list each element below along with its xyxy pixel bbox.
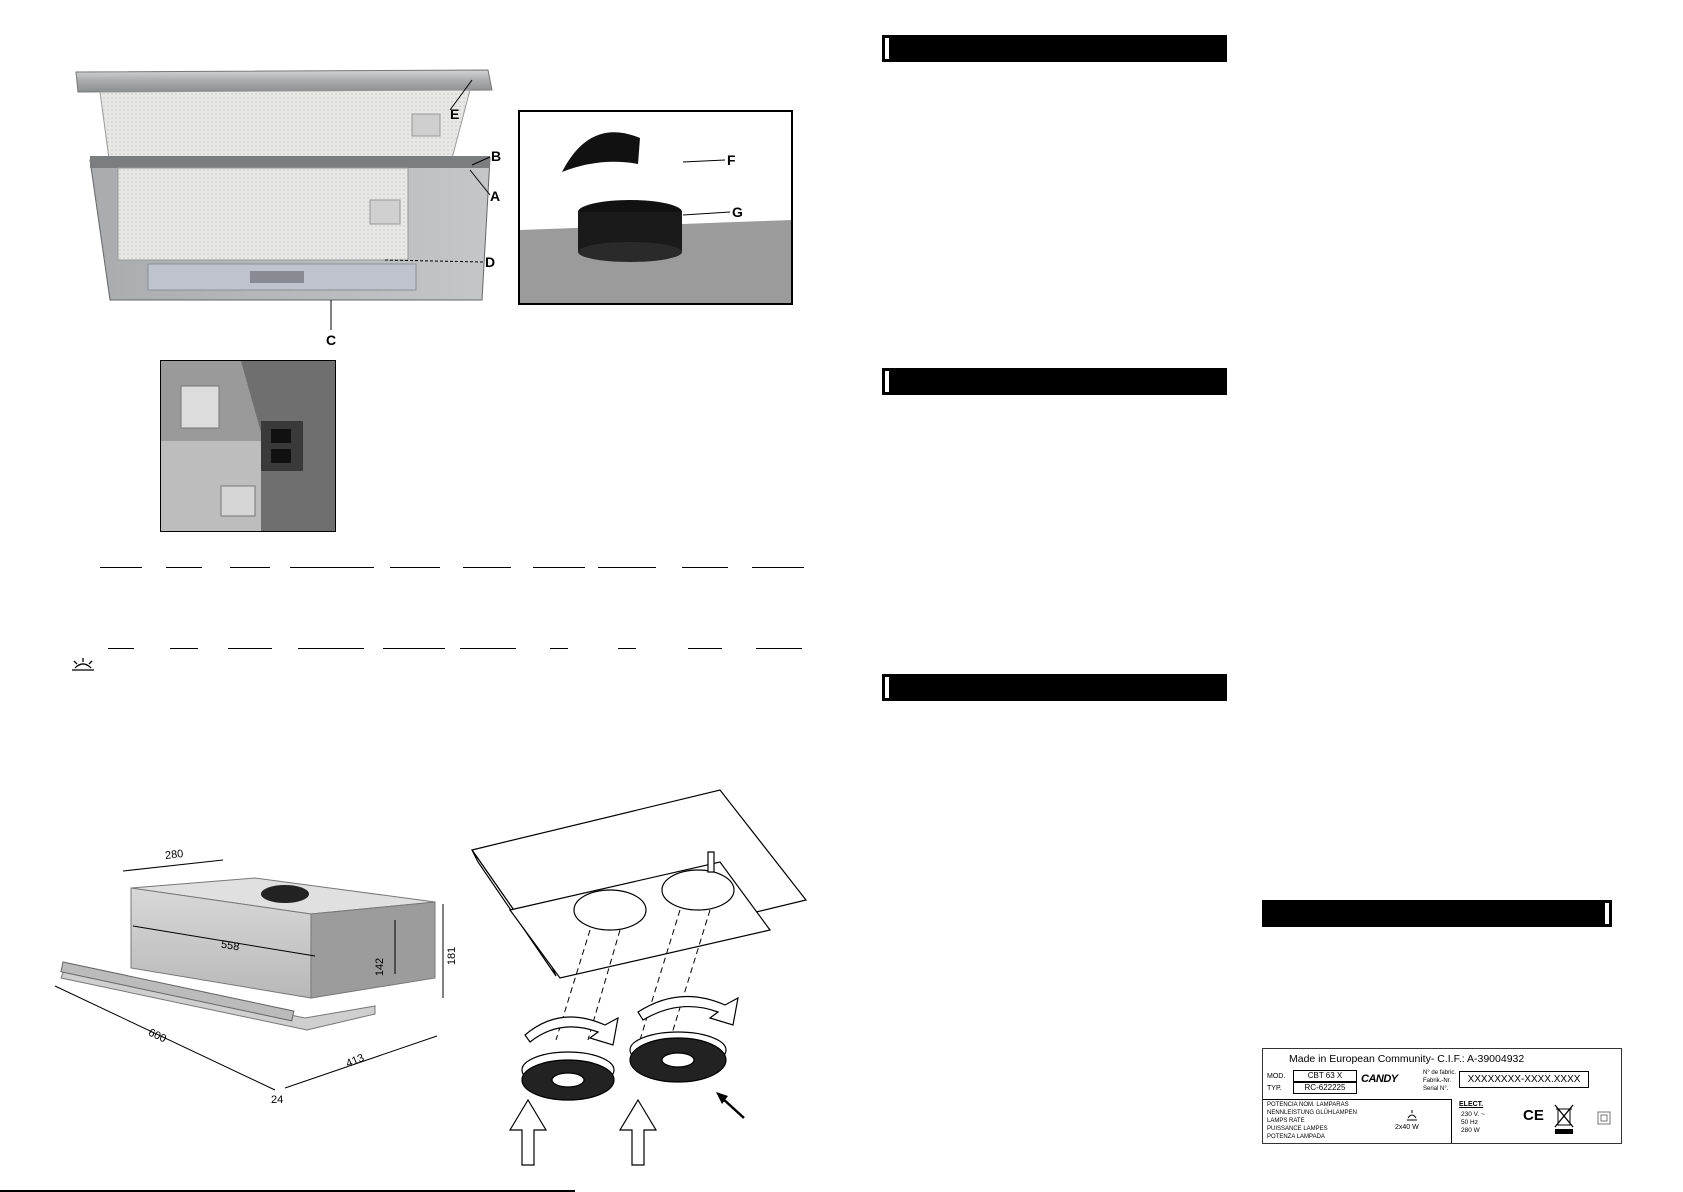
elect-voltage: 230 V. ~ [1461, 1111, 1485, 1118]
dim-142: 142 [374, 957, 387, 977]
switch-photo-frame [160, 360, 336, 532]
label-typ-value: RC-622225 [1293, 1082, 1357, 1094]
lamp-label-2: NENNLEISTUNG GLÜHLAMPEN [1267, 1110, 1358, 1116]
label-elect-values: 230 V. ~ 50 Hz 280 W [1461, 1111, 1485, 1135]
dim-181: 181 [446, 946, 459, 966]
label-brand-logo: CANDY [1361, 1073, 1398, 1085]
section-bar-3 [882, 674, 1227, 701]
section-bar-4 [1262, 900, 1612, 927]
label-serial-labels: N° de fabric. Fabrik.-Nr. Serial N°. [1423, 1069, 1456, 1093]
hood-callout-lines [330, 79, 491, 330]
callout-c: C [326, 332, 337, 348]
section-bar-2 [882, 368, 1227, 395]
label-lamp-box: POTENCIA NOM. LAMPARAS NENNLEISTUNG GLÜH… [1263, 1099, 1452, 1143]
filter-photo-frame [518, 110, 793, 305]
callout-d: D [485, 254, 496, 270]
hood-photo [75, 69, 493, 301]
lamp-label-3: LAMPS RATE [1267, 1118, 1305, 1124]
filter-callout-lines [682, 159, 731, 216]
label-elect-label: ELECT. [1459, 1101, 1484, 1108]
callout-g: G [732, 204, 743, 220]
rating-label: Made in European Community- C.I.F.: A-39… [1262, 1048, 1622, 1144]
callout-b: B [491, 148, 502, 164]
lamp-value: 2x40 W [1395, 1124, 1419, 1131]
lamp-label-1: POTENCIA NOM. LAMPARAS [1267, 1102, 1349, 1108]
filter-photo [520, 132, 791, 303]
lamp-labels: POTENCIA NOM. LAMPARAS NENNLEISTUNG GLÜH… [1267, 1101, 1357, 1141]
label-mod-value: CBT 63 X [1293, 1070, 1357, 1082]
ce-mark: CE [1523, 1107, 1544, 1124]
switch-photo [161, 361, 335, 531]
callout-f: F [727, 152, 736, 168]
section-bar-1 [882, 35, 1227, 62]
label-mod-label: MOD. [1267, 1073, 1286, 1080]
serial-label-2: Fabrik.-Nr. [1423, 1078, 1452, 1084]
serial-label-3: Serial N°. [1423, 1086, 1449, 1092]
lamp-label-5: POTENZA LAMPADA [1267, 1134, 1325, 1140]
double-insulation-icon [1597, 1111, 1611, 1125]
label-header: Made in European Community- C.I.F.: A-39… [1289, 1053, 1525, 1065]
elect-frequency: 50 Hz [1461, 1119, 1478, 1126]
lamp-label-4: PUISSANCE LAMPES [1267, 1126, 1328, 1132]
label-typ-label: TYP. [1267, 1085, 1282, 1092]
label-serial-value: XXXXXXXX-XXXX.XXXX [1459, 1071, 1589, 1088]
dim-280: 280 [164, 848, 184, 862]
elect-power: 280 W [1461, 1127, 1480, 1134]
filter-install-drawing [471, 789, 808, 1166]
dimension-drawing [54, 859, 444, 1091]
weee-bin-icon [1554, 1104, 1574, 1134]
callout-a: A [490, 188, 501, 204]
serial-label-1: N° de fabric. [1423, 1070, 1457, 1076]
dim-24: 24 [271, 1094, 284, 1106]
lamp-icon [72, 658, 94, 671]
label-lamp-icon [1407, 1110, 1417, 1121]
callout-e: E [450, 106, 460, 122]
